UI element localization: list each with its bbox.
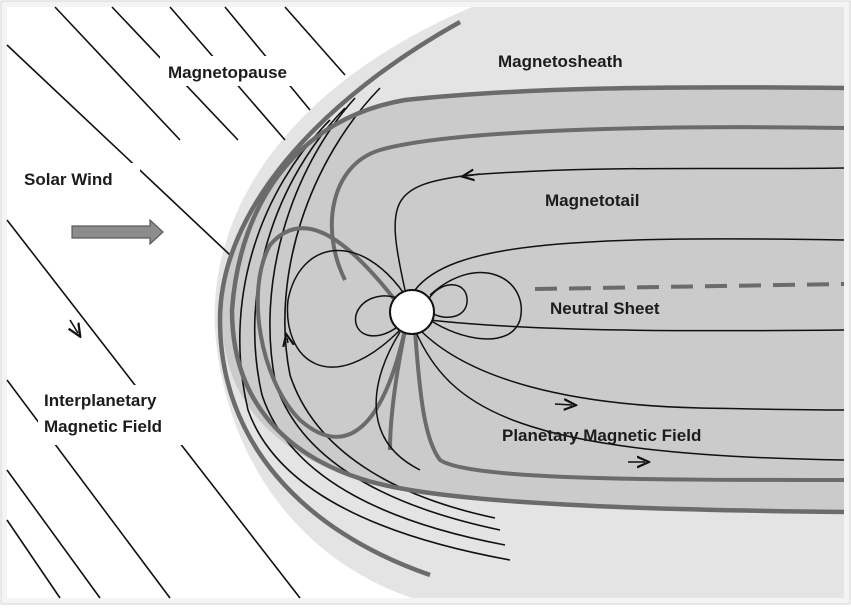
imf-label-line1: Interplanetary: [44, 391, 157, 410]
magnetosheath-label: Magnetosheath: [498, 52, 623, 71]
magnetosphere-region: [222, 87, 844, 512]
planetary-field-label: Planetary Magnetic Field: [502, 426, 701, 445]
neutral-sheet-label: Neutral Sheet: [550, 299, 660, 318]
solar-wind-label: Solar Wind: [24, 170, 113, 189]
magnetotail-label: Magnetotail: [545, 191, 639, 210]
magnetopause-label: Magnetopause: [168, 63, 287, 82]
imf-label-line2: Magnetic Field: [44, 417, 162, 436]
planet: [390, 290, 434, 334]
